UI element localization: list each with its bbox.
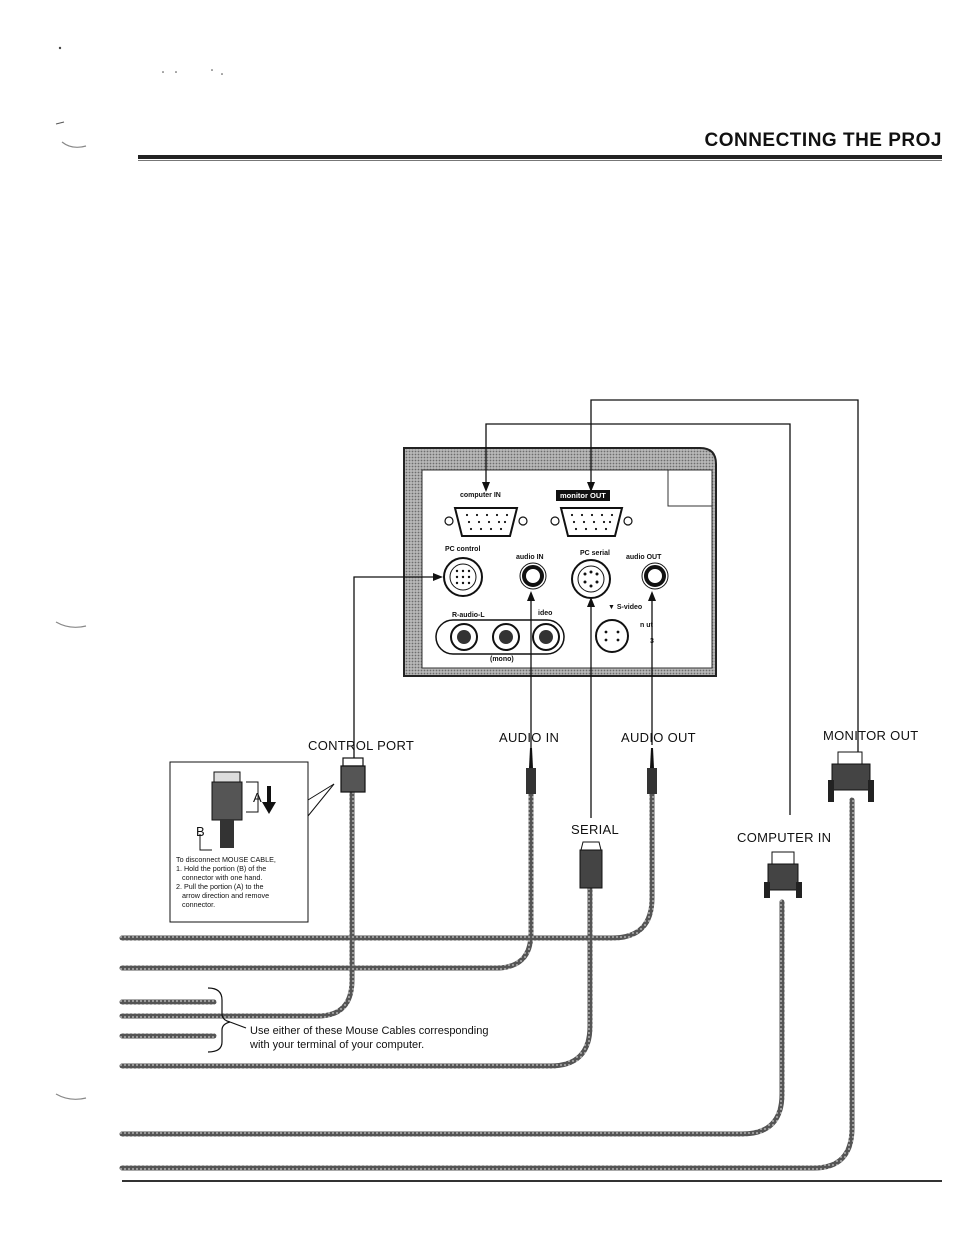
label-computer-in: COMPUTER IN [737, 830, 832, 845]
panel-label-r-audio-l: R-audio-L [452, 612, 485, 619]
label-audio-out: AUDIO OUT [621, 730, 696, 745]
audio-in-jack [519, 562, 547, 590]
inset-line: 1. Hold the portion (B) of the [176, 864, 267, 873]
panel-label-input-partial-2: 3 [650, 638, 654, 645]
inset-line: connector with one hand. [182, 873, 263, 882]
footer-rule [122, 1180, 942, 1182]
computer-in-connector [764, 851, 802, 898]
panel-label-mono: (mono) [490, 656, 514, 663]
inset-line: 2. Pull the portion (A) to the [176, 882, 264, 891]
label-audio-in: AUDIO IN [499, 730, 560, 745]
disconnect-inset [169, 761, 335, 923]
panel-label-pc-serial: PC serial [580, 550, 610, 557]
monitor-out-port [550, 507, 633, 537]
panel-label-pc-control: PC control [445, 546, 481, 553]
panel-label-computer-in: computer IN [460, 492, 501, 499]
audio-out-cable [119, 787, 655, 941]
s-video-port [595, 619, 629, 653]
inset-line: arrow direction and remove [182, 891, 270, 900]
control-port-cable [211, 787, 355, 1019]
inset-line: connector. [182, 900, 216, 909]
panel-label-s-video: ▼ S-video [608, 604, 643, 611]
computer-in-port [444, 507, 528, 537]
label-serial: SERIAL [571, 822, 620, 837]
rca-audio-video-ports [435, 619, 565, 655]
panel-label-monitor-out: monitor OUT [556, 490, 610, 501]
inset-label-a: A [253, 790, 262, 805]
control-port-connector [340, 757, 366, 793]
panel-label-video: ideo [538, 610, 553, 617]
routing-arrowheads [433, 482, 656, 607]
serial-connector [579, 841, 603, 889]
panel-label-audio-in: audio IN [516, 554, 544, 561]
computer-in-cable [119, 899, 785, 1137]
page-title: CONNECTING THE PROJ [704, 130, 942, 151]
pc-serial-port [571, 559, 611, 599]
header-rule [138, 155, 942, 159]
audio-in-cable [119, 789, 534, 971]
mouse-cable-bracket [207, 987, 247, 1053]
inset-instructions: To disconnect MOUSE CABLE, 1. Hold the p… [176, 855, 306, 909]
label-control-port: CONTROL PORT [308, 738, 415, 753]
panel-label-audio-out: audio OUT [626, 554, 662, 561]
header-rule-thin [138, 160, 942, 161]
note-line-2: with your terminal of your computer. [250, 1039, 425, 1051]
pc-control-port [443, 557, 483, 597]
mouse-cable-note: Use either of these Mouse Cables corresp… [250, 1024, 488, 1052]
cable-runs [119, 787, 855, 1171]
routing-lines [353, 399, 859, 818]
audio-out-jack [641, 562, 669, 590]
inset-line: To disconnect MOUSE CABLE, [176, 855, 276, 864]
audio-out-plug [647, 748, 657, 794]
monitor-out-cable [119, 797, 855, 1171]
audio-in-plug [526, 748, 536, 794]
scan-specks [55, 46, 223, 1100]
panel-label-input-partial: n ut [640, 622, 653, 629]
inset-label-b: B [196, 824, 205, 839]
note-line-1: Use either of these Mouse Cables corresp… [250, 1025, 489, 1037]
label-monitor-out: MONITOR OUT [823, 728, 919, 743]
monitor-out-connector [828, 751, 874, 802]
projector-terminal-panel [403, 447, 717, 677]
serial-cable [119, 885, 593, 1069]
